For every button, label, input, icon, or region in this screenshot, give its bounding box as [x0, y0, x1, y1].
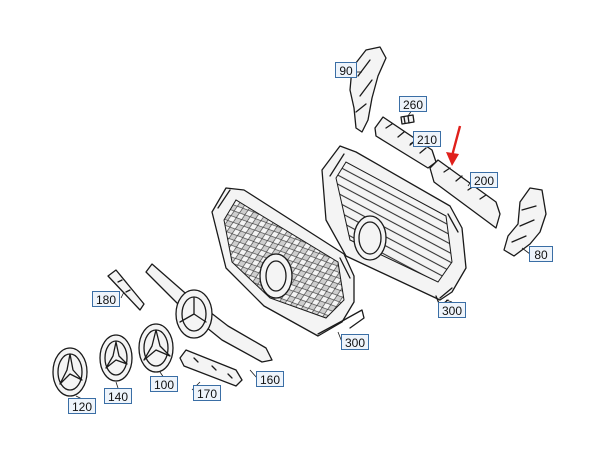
label-part-170: 170	[193, 385, 221, 401]
grille-frame-part-300	[321, 145, 467, 307]
label-part-260: 260	[399, 96, 427, 112]
label-part-300-left: 300	[341, 334, 369, 350]
star-emblem-part-120	[52, 347, 88, 397]
trim-strip-part-200	[429, 159, 501, 229]
label-part-210: 210	[413, 131, 441, 147]
label-part-140: 140	[104, 388, 132, 404]
red-arrow-icon	[446, 125, 462, 166]
emblem-carrier-part-160	[145, 263, 273, 363]
grille-mesh-part-300	[211, 187, 365, 337]
bracket-part-80	[503, 187, 547, 257]
label-part-180: 180	[92, 291, 120, 307]
bracket-part-90	[349, 46, 387, 133]
small-trim-part-180	[107, 269, 145, 311]
star-emblem-part-140	[99, 334, 133, 382]
label-part-120: 120	[68, 398, 96, 414]
label-part-80: 80	[529, 246, 553, 262]
label-part-300-right: 300	[438, 302, 466, 318]
label-part-90: 90	[335, 62, 357, 78]
label-part-100: 100	[150, 376, 178, 392]
label-part-160: 160	[256, 371, 284, 387]
star-emblem-part-100	[138, 323, 174, 373]
label-part-200: 200	[470, 172, 498, 188]
screw-part-260	[400, 114, 415, 125]
lower-trim-part-170	[179, 349, 243, 387]
